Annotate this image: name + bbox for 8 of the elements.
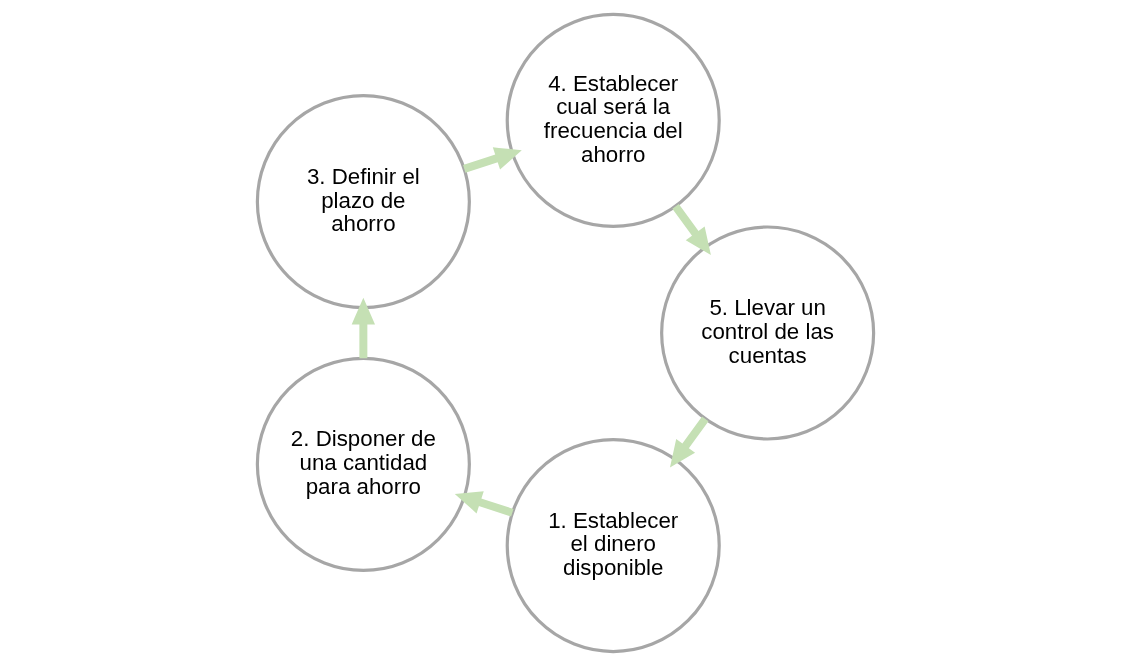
arrow bbox=[454, 491, 514, 517]
node-circle: 4. Establecer cual será la frecuencia del ahorro bbox=[505, 12, 721, 229]
arrow bbox=[672, 203, 711, 255]
arrow bbox=[351, 297, 376, 359]
arrow bbox=[669, 416, 709, 468]
node-circle: 3. Definir el plazo de ahorro bbox=[255, 94, 471, 310]
arrow bbox=[463, 147, 522, 173]
node-circle: 2. Disponer de una cantidad para ahorro bbox=[255, 356, 471, 572]
